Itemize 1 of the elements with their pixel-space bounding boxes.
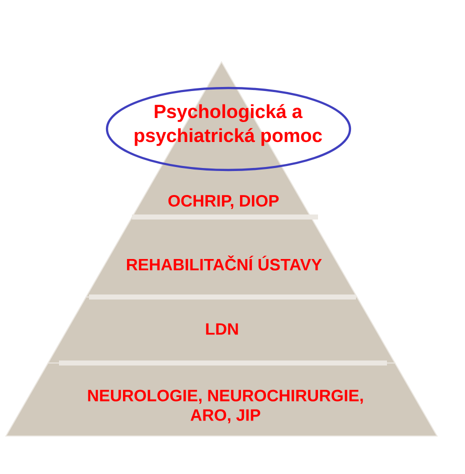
ellipse-label: Psychologická a psychiatrická pomoc (106, 86, 352, 172)
